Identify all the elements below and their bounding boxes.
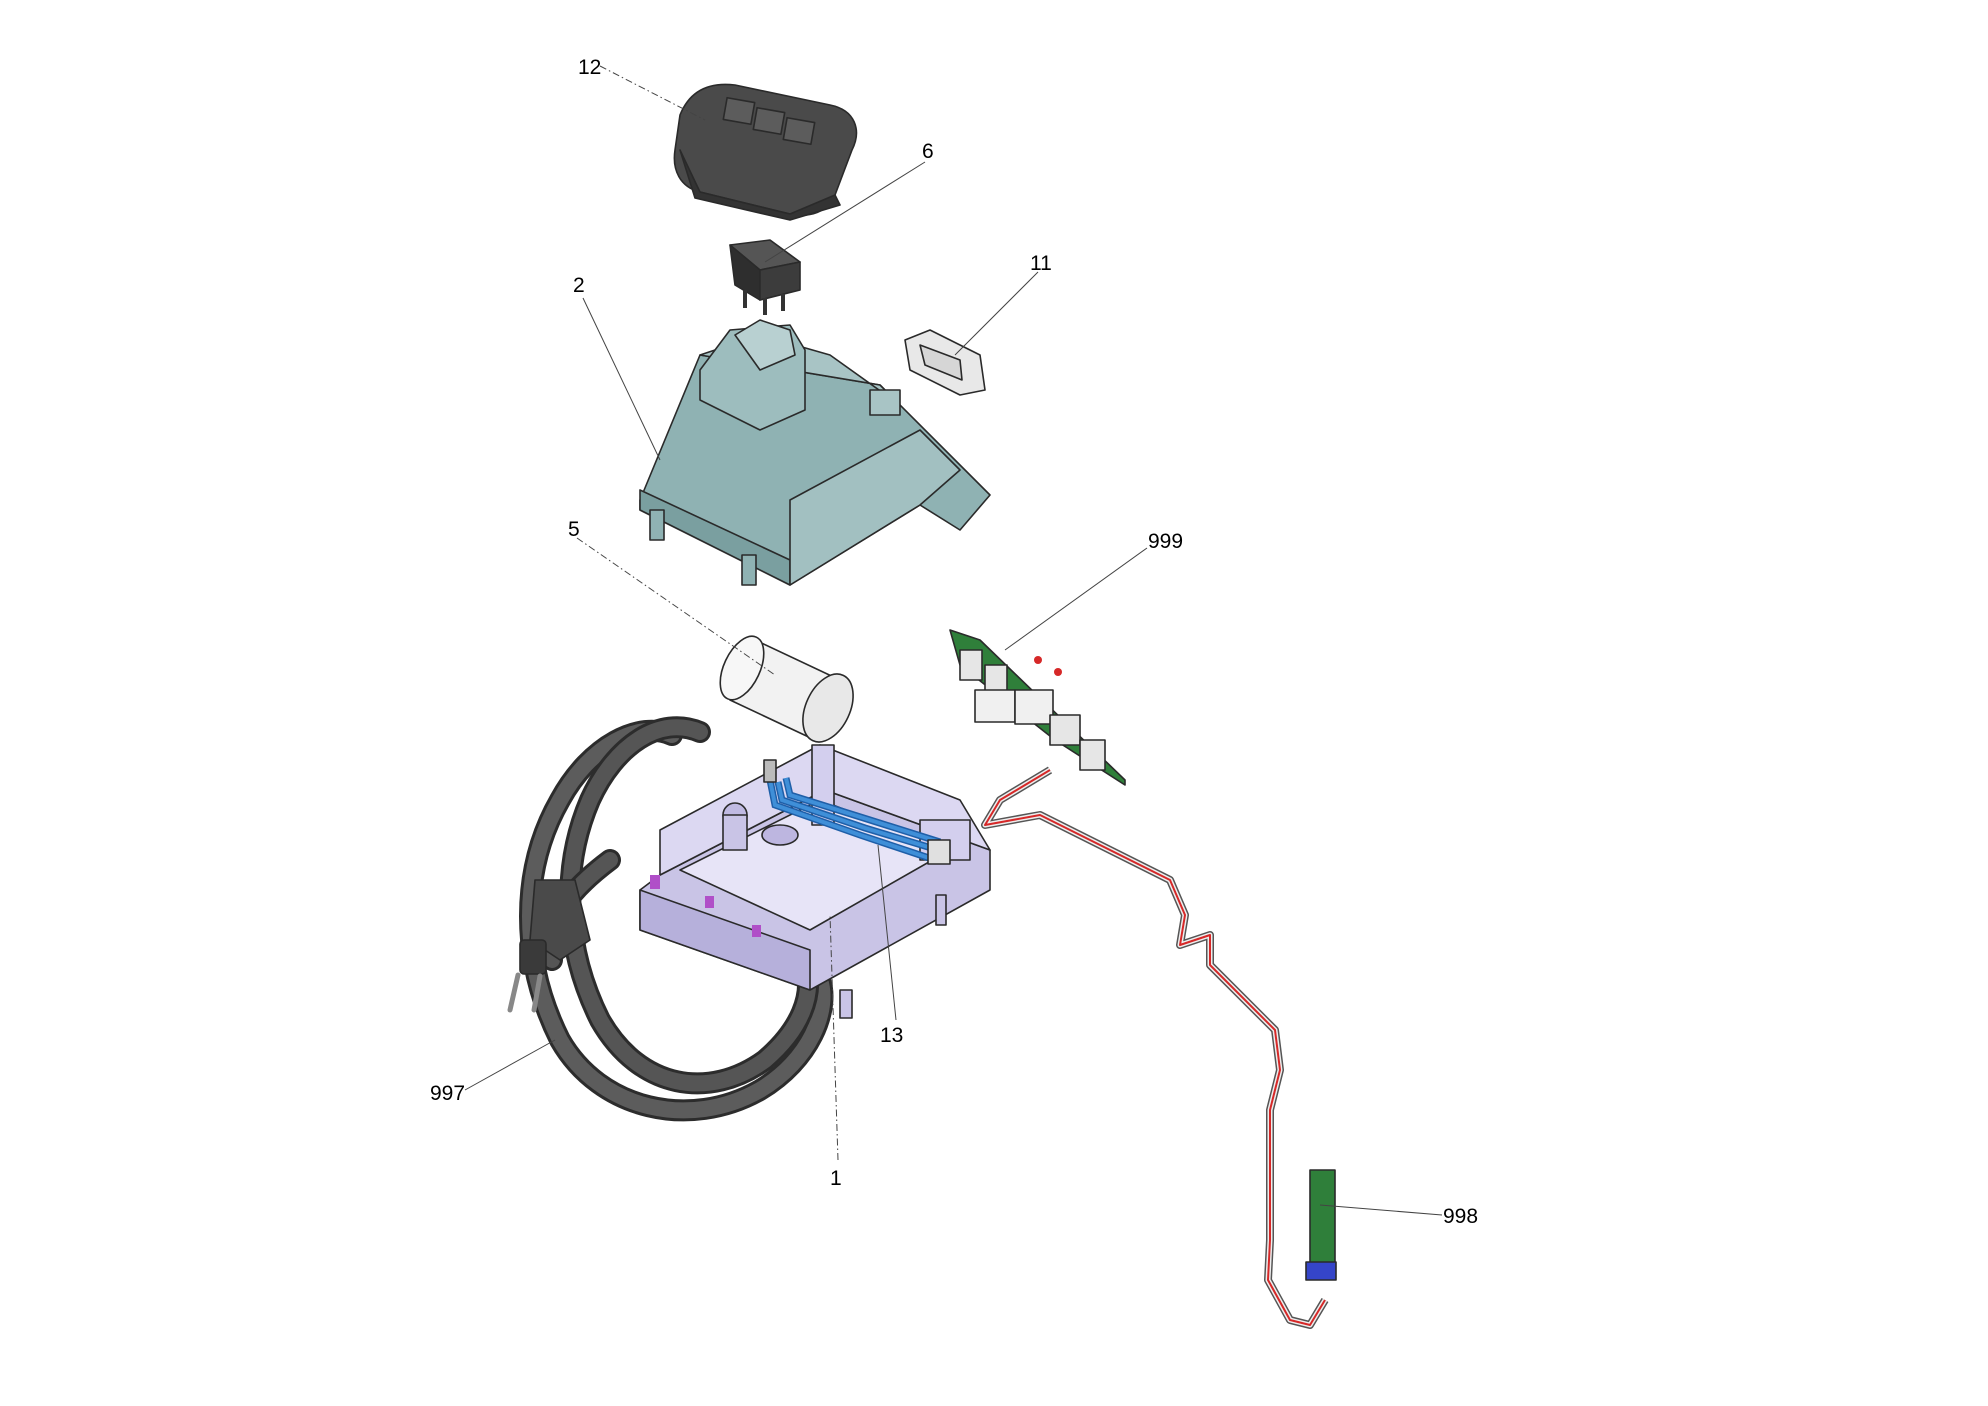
ribbon-cable-icon bbox=[981, 766, 1329, 1329]
clip-icon bbox=[650, 875, 660, 889]
power-cable-icon bbox=[507, 716, 834, 1122]
clip-icon bbox=[752, 925, 761, 937]
base-tray-icon bbox=[639, 744, 991, 1019]
strain-relief-icon bbox=[904, 329, 986, 396]
leader-line bbox=[576, 537, 776, 676]
callout-11: 11 bbox=[1030, 252, 1052, 275]
callout-5: 5 bbox=[568, 518, 580, 541]
leader-line bbox=[464, 1039, 556, 1091]
callout-997: 997 bbox=[430, 1082, 465, 1105]
callout-13: 13 bbox=[880, 1024, 903, 1047]
callout-6: 6 bbox=[922, 140, 934, 163]
clip-icon bbox=[705, 896, 714, 908]
callout-998: 998 bbox=[1443, 1205, 1478, 1228]
housing-cover-icon bbox=[639, 319, 991, 586]
wire-harness-icon bbox=[763, 759, 951, 865]
leader-line bbox=[829, 914, 839, 1161]
control-cap-icon bbox=[673, 83, 858, 221]
leader-line bbox=[954, 271, 1039, 356]
callout-999: 999 bbox=[1148, 530, 1183, 553]
circuit-board-icon bbox=[949, 629, 1126, 786]
capacitor-icon bbox=[719, 635, 854, 743]
callout-12: 12 bbox=[578, 56, 601, 79]
rocker-switch-icon bbox=[729, 239, 801, 315]
leader-line bbox=[582, 297, 661, 461]
sensor-board-icon bbox=[1305, 1169, 1337, 1281]
callout-2: 2 bbox=[573, 274, 585, 297]
leader-line bbox=[599, 65, 706, 121]
plug-icon bbox=[507, 879, 591, 1013]
leader-line bbox=[1319, 1204, 1443, 1216]
leader-line bbox=[877, 844, 897, 1021]
leader-line bbox=[1004, 547, 1148, 651]
leader-line bbox=[764, 161, 926, 263]
callout-1: 1 bbox=[830, 1167, 842, 1190]
